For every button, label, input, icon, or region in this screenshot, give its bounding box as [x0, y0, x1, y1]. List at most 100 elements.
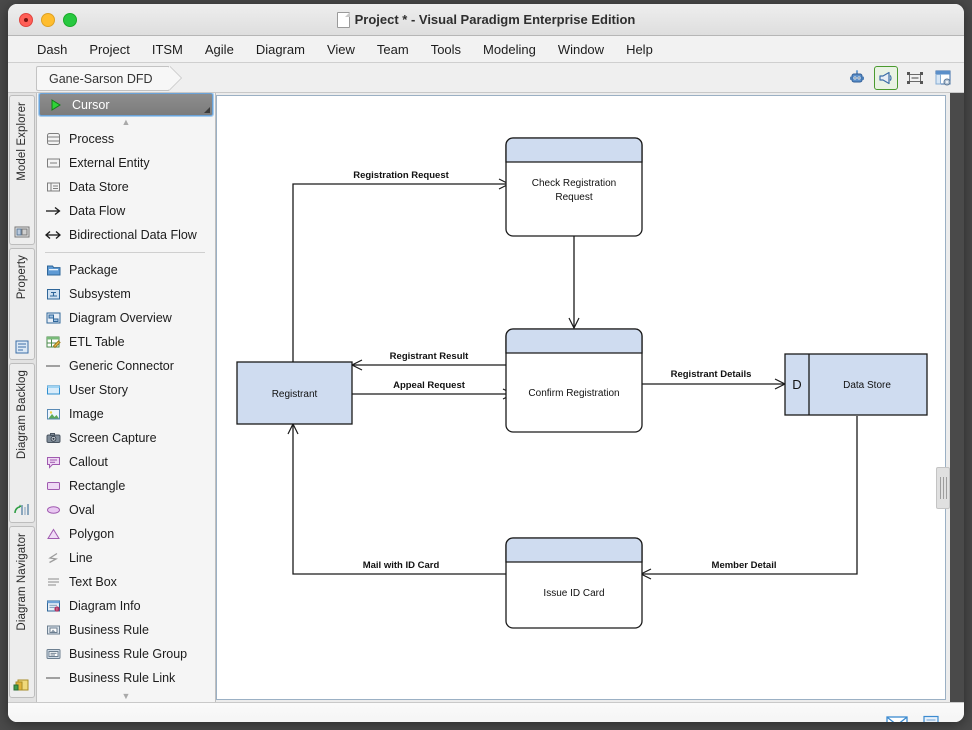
callout-icon: [45, 454, 61, 470]
subsystem-icon: [45, 286, 61, 302]
text-box-icon: [45, 574, 61, 590]
diagram-canvas[interactable]: Registration Request Registrant Result A…: [216, 95, 946, 700]
canvas-splitter-handle[interactable]: [936, 467, 950, 509]
palette-item-data-store[interactable]: Data Store: [37, 175, 215, 199]
vtab-diagram-backlog[interactable]: Diagram Backlog: [9, 363, 35, 523]
notes-edit-icon[interactable]: [922, 715, 942, 722]
palette-item-user-story[interactable]: User Story: [37, 378, 215, 402]
vtab-diagram-backlog-label: Diagram Backlog: [16, 370, 28, 460]
menu-item-tools[interactable]: Tools: [430, 41, 462, 57]
vtab-model-explorer[interactable]: Model Explorer: [9, 95, 35, 245]
minimize-button[interactable]: [41, 13, 55, 27]
palette-item-business-rule-group[interactable]: Business Rule Group: [37, 642, 215, 666]
fit-to-screen-icon[interactable]: [904, 67, 926, 89]
etl-table-icon: [45, 334, 61, 350]
menu-item-team[interactable]: Team: [376, 41, 409, 57]
palette-item-line[interactable]: Line: [37, 546, 215, 570]
menu-item-agile[interactable]: Agile: [204, 41, 234, 57]
palette-item-process[interactable]: Process: [37, 127, 215, 151]
palette-item-business-rule-group-label: Business Rule Group: [69, 647, 188, 661]
palette-item-subsystem[interactable]: Subsystem: [37, 282, 215, 306]
data-store-icon: [45, 179, 61, 195]
ai-robot-icon[interactable]: [846, 67, 868, 89]
left-dock-tabs: Model Explorer Property: [8, 93, 37, 702]
palette-item-screen-capture[interactable]: Screen Capture: [37, 426, 215, 450]
dfd-svg: Registration Request Registrant Result A…: [236, 137, 928, 629]
rectangle-icon: [45, 478, 61, 494]
palette-divider: [45, 252, 205, 253]
palette-item-cursor-label: Cursor: [72, 97, 110, 112]
oval-icon: [45, 502, 61, 518]
flow-member-detail[interactable]: Member Detail: [639, 416, 858, 580]
business-rule-icon: [45, 622, 61, 638]
menu-item-window[interactable]: Window: [557, 41, 605, 57]
menu-item-diagram[interactable]: Diagram: [255, 41, 305, 57]
palette-item-package-label: Package: [69, 263, 118, 277]
palette-item-bidirectional-data-flow[interactable]: Bidirectional Data Flow: [37, 223, 215, 247]
breadcrumb[interactable]: Gane-Sarson DFD: [36, 66, 170, 91]
palette-item-diagram-overview-label: Diagram Overview: [69, 311, 172, 325]
screen-capture-icon: [45, 430, 61, 446]
mail-icon[interactable]: [886, 715, 908, 722]
status-bar-icons: [886, 715, 942, 722]
window-title-wrap: Project * - Visual Paradigm Enterprise E…: [8, 4, 964, 35]
dfd-node-registrant[interactable]: Registrant: [236, 361, 353, 425]
palette-item-cursor[interactable]: Cursor: [38, 93, 214, 117]
package-icon: [45, 262, 61, 278]
palette-item-external-entity[interactable]: External Entity: [37, 151, 215, 175]
zoom-button[interactable]: [63, 13, 77, 27]
document-icon: [336, 11, 350, 28]
status-bar: [8, 702, 964, 722]
scroll-up-arrow[interactable]: ▲: [121, 116, 131, 127]
palette-item-oval[interactable]: Oval: [37, 498, 215, 522]
palette-item-image[interactable]: Image: [37, 402, 215, 426]
menu-item-modeling[interactable]: Modeling: [483, 41, 536, 57]
close-button[interactable]: [19, 13, 33, 27]
flow-label-appeal-request: Appeal Request: [393, 380, 466, 391]
palette-item-etl-table-label: ETL Table: [69, 335, 125, 349]
menu-item-help[interactable]: Help: [626, 41, 653, 57]
palette-item-generic-connector[interactable]: Generic Connector: [37, 354, 215, 378]
flow-label-mail-with-id-card: Mail with ID Card: [363, 560, 440, 571]
palette-item-data-flow[interactable]: Data Flow: [37, 199, 215, 223]
vtab-diagram-navigator-label: Diagram Navigator: [16, 533, 28, 631]
palette-item-polygon-label: Polygon: [69, 527, 115, 541]
dfd-node-issue-id-card[interactable]: Issue ID Card: [505, 537, 643, 629]
palette-item-package[interactable]: Package: [37, 258, 215, 282]
dfd-node-label-check-line2: Request: [555, 192, 592, 203]
palette-item-diagram-info[interactable]: i Diagram Info: [37, 594, 215, 618]
palette-item-callout-label: Callout: [69, 455, 108, 469]
vtab-diagram-navigator[interactable]: Diagram Navigator: [9, 526, 35, 698]
workspace: Model Explorer Property: [8, 93, 964, 702]
dfd-node-check-registration-request[interactable]: Check Registration Request: [505, 137, 643, 237]
megaphone-icon[interactable]: [874, 66, 898, 90]
dfd-node-data-store[interactable]: D Data Store: [784, 353, 928, 416]
flow-registrant-result[interactable]: Registrant Result: [350, 351, 513, 371]
palette-item-diagram-overview[interactable]: Diagram Overview: [37, 306, 215, 330]
model-explorer-icon: [13, 224, 31, 240]
flow-registration-request[interactable]: Registration Request: [292, 170, 511, 363]
menu-item-view[interactable]: View: [326, 41, 355, 57]
breadcrumb-label: Gane-Sarson DFD: [49, 71, 153, 86]
palette-item-text-box-label: Text Box: [69, 575, 117, 589]
palette-item-rectangle[interactable]: Rectangle: [37, 474, 215, 498]
menu-item-itsm[interactable]: ITSM: [151, 41, 183, 57]
palette-item-business-rule-link[interactable]: Business Rule Link: [37, 666, 215, 690]
flow-mail-with-id-card[interactable]: Mail with ID Card: [287, 422, 513, 575]
panel-layout-icon[interactable]: [932, 67, 954, 89]
palette-item-polygon[interactable]: Polygon: [37, 522, 215, 546]
flow-registrant-details[interactable]: Registrant Details: [636, 369, 787, 390]
vtab-property[interactable]: Property: [9, 248, 35, 360]
palette-item-etl-table[interactable]: ETL Table: [37, 330, 215, 354]
palette-item-text-box[interactable]: Text Box: [37, 570, 215, 594]
scroll-down-arrow[interactable]: ▼: [121, 690, 131, 701]
dfd-node-confirm-registration[interactable]: Confirm Registration: [505, 328, 643, 433]
svg-text:i: i: [56, 606, 57, 611]
menu-item-dash[interactable]: Dash: [37, 41, 68, 57]
business-rule-link-icon: [45, 670, 61, 686]
flow-appeal-request[interactable]: Appeal Request: [352, 380, 515, 400]
palette-item-bidirectional-data-flow-label: Bidirectional Data Flow: [69, 228, 197, 242]
palette-item-business-rule[interactable]: Business Rule: [37, 618, 215, 642]
palette-item-callout[interactable]: Callout: [37, 450, 215, 474]
menu-item-project[interactable]: Project: [89, 41, 130, 57]
